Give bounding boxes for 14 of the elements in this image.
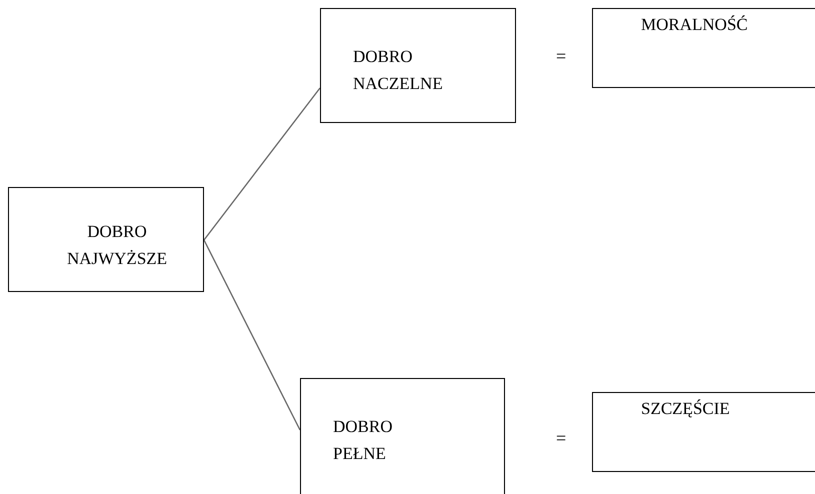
text-box — [592, 8, 815, 88]
equals-sign: = — [556, 46, 566, 67]
node-text: DOBRO NAJWYŻSZE — [66, 221, 168, 270]
text-box — [592, 392, 815, 472]
node-text: MORALNOŚĆ — [641, 14, 749, 36]
node-text: SZCZĘŚCIE — [641, 398, 731, 420]
node-text: DOBRO PEŁNE — [333, 416, 394, 465]
node-text: DOBRO NACZELNE — [353, 46, 444, 95]
equals-sign: = — [556, 428, 566, 449]
text-box — [320, 8, 516, 123]
connector-line — [203, 88, 321, 240]
text-box — [8, 187, 204, 292]
connector-line — [203, 240, 301, 430]
text-box — [300, 378, 505, 494]
